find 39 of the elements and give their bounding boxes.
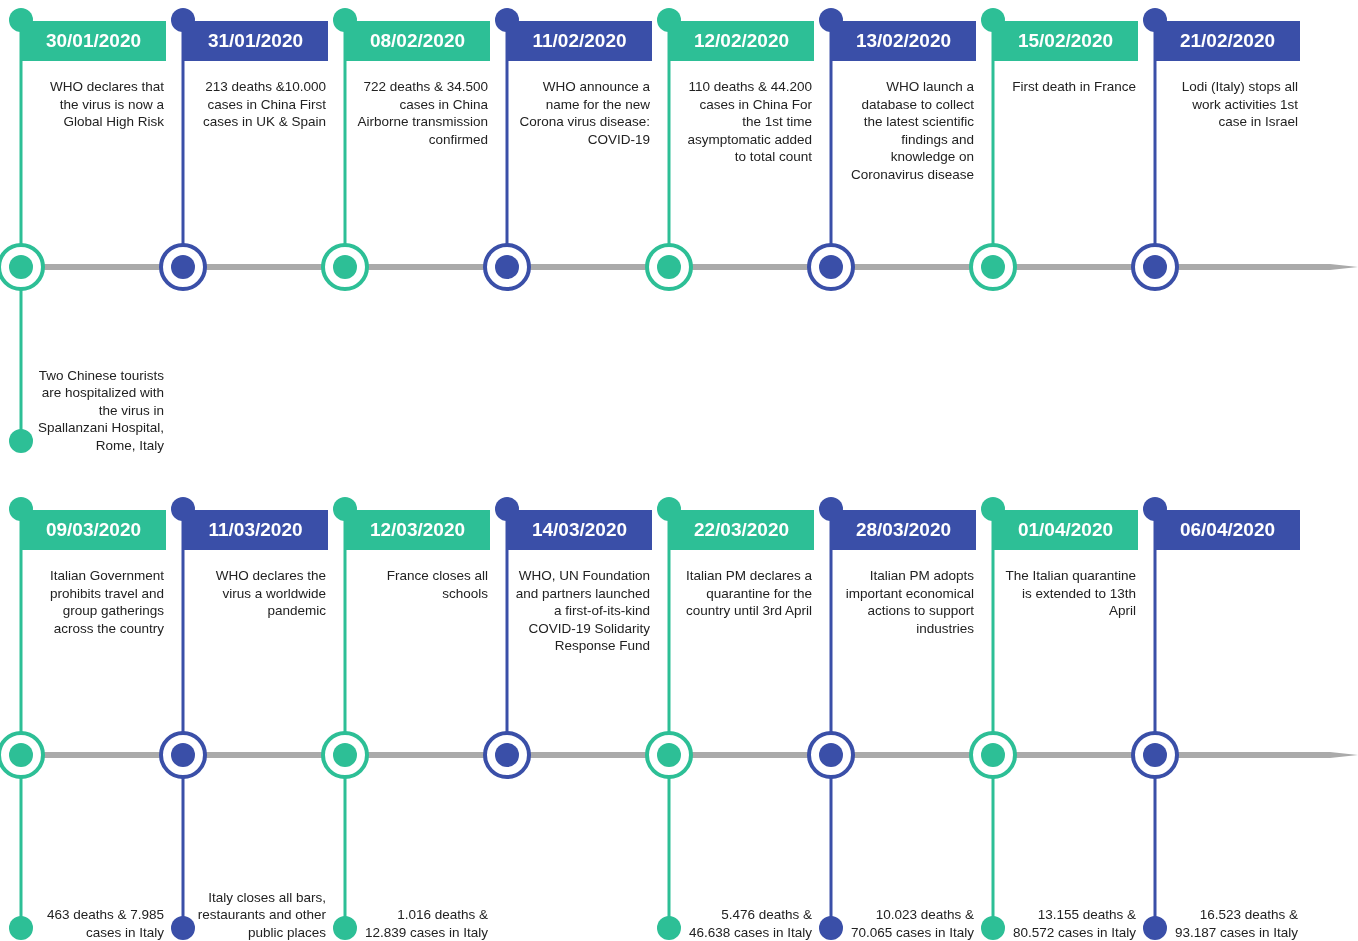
event-description: The Italian quarantine is extended to 13th April bbox=[1004, 567, 1136, 620]
event-description: First death in France bbox=[1011, 78, 1136, 96]
event-description: Italian PM declares a quarantine for the country until 3rd April bbox=[684, 567, 812, 620]
event-description: WHO announce a name for the new Corona virus disease: COVID-19 bbox=[518, 78, 650, 148]
date-banner: 08/02/2020 bbox=[345, 21, 490, 61]
date-banner: 11/03/2020 bbox=[183, 510, 328, 550]
date-banner: 31/01/2020 bbox=[183, 21, 328, 61]
event-description: France closes all schools bbox=[385, 567, 488, 602]
event-description: 10.023 deaths & 70.065 cases in Italy bbox=[849, 906, 974, 941]
date-banner: 28/03/2020 bbox=[831, 510, 976, 550]
event-description: 213 deaths &10.000 cases in China First cases in UK & Spain bbox=[201, 78, 326, 131]
date-banner: 06/04/2020 bbox=[1155, 510, 1300, 550]
date-banner: 12/02/2020 bbox=[669, 21, 814, 61]
event-description: 1.016 deaths & 12.839 cases in Italy bbox=[363, 906, 488, 941]
event-description: Italian PM adopts important economical actions to support industries bbox=[844, 567, 974, 637]
event-description: WHO, UN Foundation and partners launched a first-of-its-kind COVID-19 Solidarity Response Fund bbox=[515, 567, 650, 655]
event-description: Two Chinese tourists are hospitalized with the virus in Spallanzani Hospital, Rome, Italy bbox=[36, 366, 164, 454]
date-banner: 01/04/2020 bbox=[993, 510, 1138, 550]
date-banner: 11/02/2020 bbox=[507, 21, 652, 61]
event-description: 110 deaths & 44.200 cases in China For the 1st time asymptomatic added to total count bbox=[686, 78, 812, 166]
event-description: Italy closes all bars, restaurants and other public places bbox=[196, 888, 326, 941]
date-banner: 15/02/2020 bbox=[993, 21, 1138, 61]
date-banner: 12/03/2020 bbox=[345, 510, 490, 550]
date-banner: 22/03/2020 bbox=[669, 510, 814, 550]
date-banner: 13/02/2020 bbox=[831, 21, 976, 61]
event-description: 13.155 deaths & 80.572 cases in Italy bbox=[1011, 906, 1136, 941]
event-description: WHO declares that the virus is now a Global High Risk bbox=[48, 78, 164, 131]
event-description: WHO declares the virus a worldwide pandemic bbox=[214, 567, 326, 620]
event-description: WHO launch a database to collect the latest scientific findings and knowledge on Coronavirus disease bbox=[849, 78, 974, 183]
event-description: Lodi (Italy) stops all work activities 1st case in Israel bbox=[1180, 78, 1298, 131]
event-description: 5.476 deaths & 46.638 cases in Italy bbox=[687, 906, 812, 941]
event-description: Italian Government prohibits travel and group gatherings across the country bbox=[48, 567, 164, 637]
date-banner: 30/01/2020 bbox=[21, 21, 166, 61]
date-banner: 09/03/2020 bbox=[21, 510, 166, 550]
event-description: 463 deaths & 7.985 cases in Italy bbox=[45, 906, 164, 941]
date-banner: 21/02/2020 bbox=[1155, 21, 1300, 61]
event-description: 16.523 deaths & 93.187 cases in Italy bbox=[1173, 906, 1298, 941]
date-banner: 14/03/2020 bbox=[507, 510, 652, 550]
event-description: 722 deaths & 34.500 cases in China Airborne transmission confirmed bbox=[356, 78, 488, 148]
